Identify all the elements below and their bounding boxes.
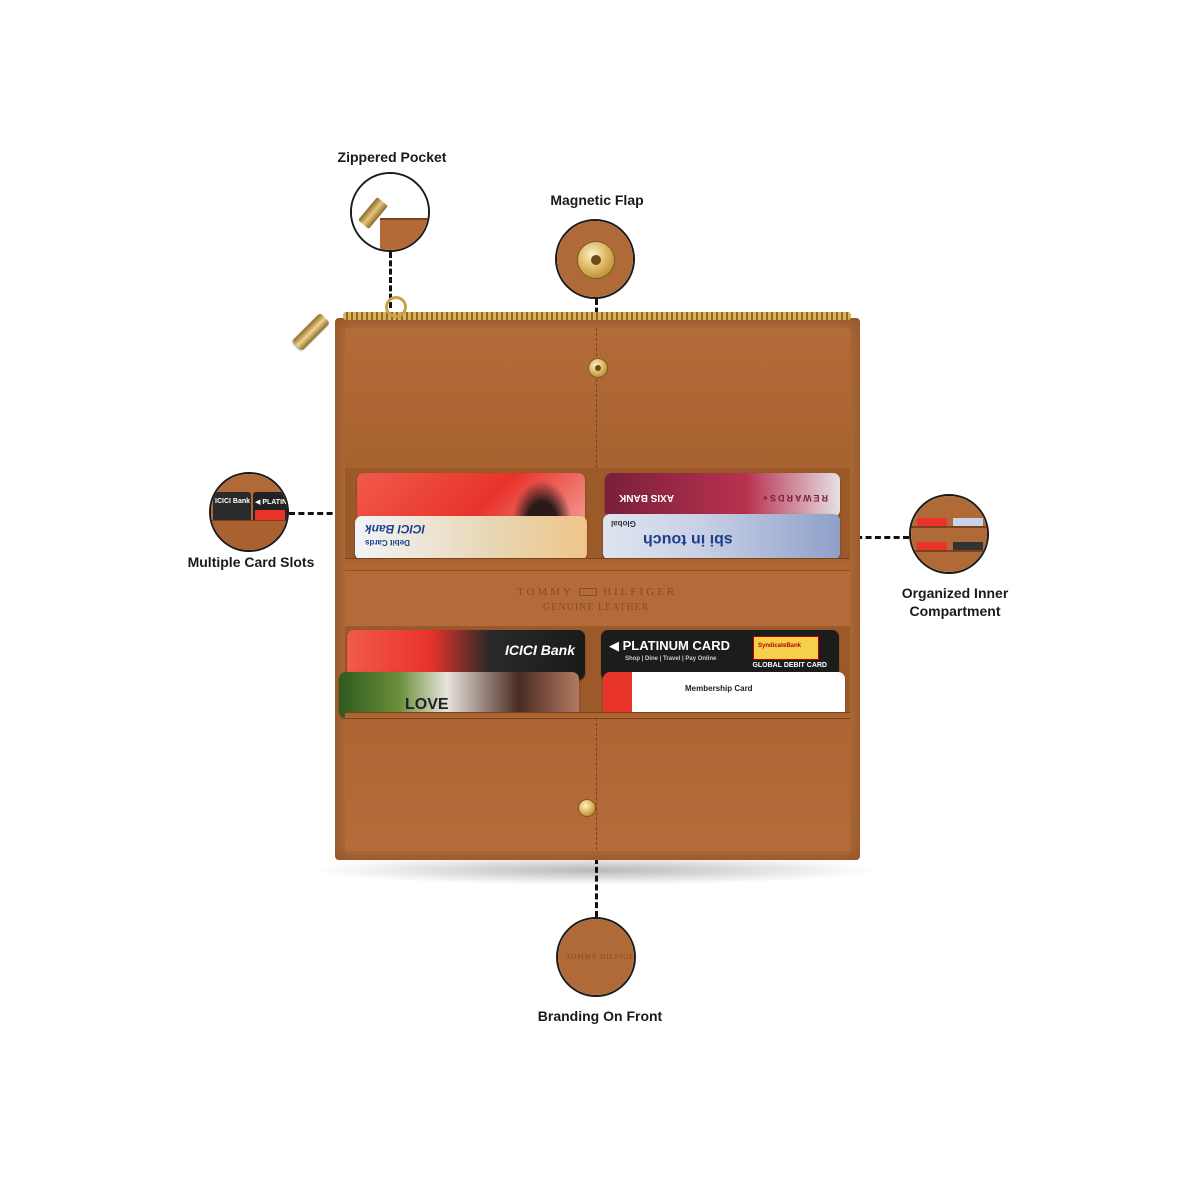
icici-debit-card: ICICI Bank Debit Cards xyxy=(355,516,587,560)
membership-card: Membership Card xyxy=(603,672,845,718)
brand-emboss-line1: TOMMY HILFIGER xyxy=(517,586,677,598)
brand-tommy: TOMMY xyxy=(517,586,574,598)
zoom-icici-text: ICICI Bank xyxy=(215,498,251,505)
branding-on-front-callout: TOMMY HILFIGER xyxy=(556,917,636,997)
upper-panel xyxy=(345,328,850,468)
sbi-card-inner: sbi in touch Global xyxy=(603,514,840,560)
center-seam-top xyxy=(596,328,597,468)
branding-connector xyxy=(595,858,598,917)
sbi-card: sbi in touch Global xyxy=(603,514,840,560)
multiple-card-slots-label: Multiple Card Slots xyxy=(187,554,315,570)
platinum-text: ◀ PLATINUM CARD xyxy=(609,638,730,653)
zippered-pocket-connector xyxy=(389,252,392,308)
axis-bank-text: AXIS BANK xyxy=(619,492,675,503)
zoom-platinum-text: ◀ PLATINU xyxy=(255,499,289,506)
syndicate-text: SyndicateBank xyxy=(758,643,802,649)
front-brand-text: TOMMY HILFIGER xyxy=(566,953,636,961)
icici-bank-text: ICICI Bank xyxy=(504,642,575,658)
wallet-body: ICICI Bank Debit Cards AXIS BANK REWARDS… xyxy=(335,312,860,860)
center-seam-bottom xyxy=(596,718,597,850)
icici-bank-card: ICICI Bank xyxy=(347,630,585,680)
icici-debit-text: ICICI Bank xyxy=(365,522,426,536)
zippered-pocket-callout xyxy=(350,172,430,252)
platinum-sub-text: Shop | Dine | Travel | Pay Online xyxy=(625,656,717,662)
love-text: LOVE xyxy=(405,696,449,713)
rewards-text: REWARDS+ xyxy=(760,493,828,503)
magnetic-button-icon xyxy=(577,241,615,279)
zippered-pocket-label: Zippered Pocket xyxy=(337,149,447,165)
zipper-ring xyxy=(385,296,407,318)
icici-debit-sub: Debit Cards xyxy=(365,538,410,547)
multiple-card-slots-callout: ICICI Bank ◀ PLATINU xyxy=(209,472,289,552)
bottom-flap xyxy=(345,718,850,851)
wallet-shadow xyxy=(310,855,880,885)
lower-snap-button[interactable] xyxy=(578,799,596,817)
brand-emboss-sub: GENUINE LEATHER xyxy=(543,602,650,613)
platinum-card: ◀ PLATINUM CARD Shop | Dine | Travel | P… xyxy=(601,630,839,680)
lower-slot-pocket xyxy=(345,712,850,723)
icici-debit-card-inner: ICICI Bank Debit Cards xyxy=(355,516,587,560)
zipper-track xyxy=(343,312,851,320)
global-debit-text: GLOBAL DEBIT CARD xyxy=(752,662,827,669)
organized-inner-line2: Compartment xyxy=(909,603,1001,619)
organized-inner-callout xyxy=(909,494,989,574)
axis-bank-card-inner: AXIS BANK REWARDS+ xyxy=(605,473,840,517)
membership-text: Membership Card xyxy=(685,684,753,693)
zipper-pull[interactable] xyxy=(291,312,331,352)
magnetic-flap-callout xyxy=(555,219,635,299)
syndicate-badge: SyndicateBank xyxy=(753,636,819,660)
brand-hilfiger: HILFIGER xyxy=(603,586,678,598)
axis-bank-card: AXIS BANK REWARDS+ xyxy=(605,473,840,517)
love-card: LOVE xyxy=(339,672,579,718)
sbi-text: sbi in touch xyxy=(643,531,733,548)
middle-panel xyxy=(345,570,850,627)
branding-on-front-label: Branding On Front xyxy=(537,1008,663,1024)
organized-inner-line1: Organized Inner xyxy=(901,585,1009,601)
upper-snap-button[interactable] xyxy=(588,358,608,378)
brand-flag-icon xyxy=(579,588,598,597)
sbi-global-text: Global xyxy=(611,519,636,528)
organized-inner-label: Organized Inner Compartment xyxy=(880,584,1030,620)
magnetic-flap-label: Magnetic Flap xyxy=(550,192,644,208)
